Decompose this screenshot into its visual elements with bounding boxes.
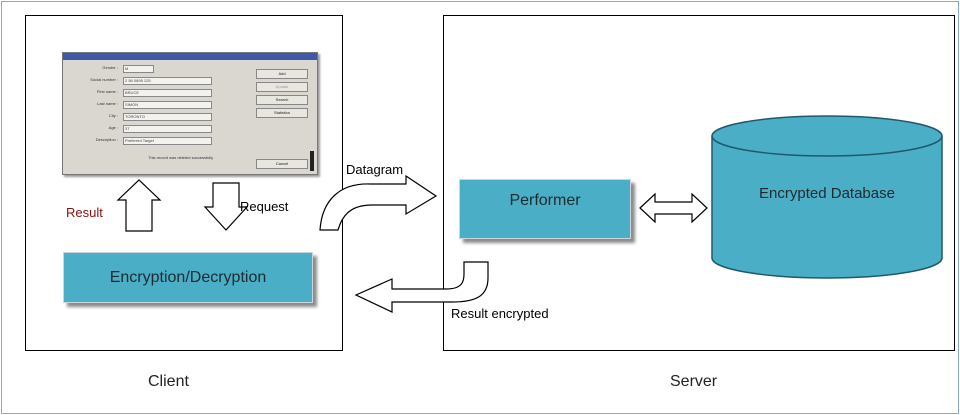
- form-label: First name :: [96, 89, 118, 94]
- search-button: Search: [256, 95, 308, 105]
- datagram-label-text: Datagram: [346, 162, 404, 177]
- form-field: M: [123, 65, 154, 73]
- client-label: Client: [148, 373, 189, 390]
- request-label-text: Request: [240, 199, 289, 214]
- result-label: Result: [66, 205, 103, 220]
- cancel-button: Cancel: [256, 159, 308, 169]
- encryption-label: Encryption/Decryption: [109, 268, 267, 286]
- update-button: Update: [256, 82, 308, 92]
- datagram-arrow: [319, 174, 438, 231]
- form-label: Gender :: [102, 65, 118, 70]
- statistics-button: Statistics: [256, 108, 308, 118]
- performer-box: Performer: [459, 179, 631, 239]
- form-row: Gender : M: [65, 65, 213, 73]
- form-label: Age :: [108, 125, 118, 130]
- add-button: Add: [256, 69, 308, 79]
- form-row: First name : BRUCE: [65, 89, 213, 97]
- form-row: Last name : SIMON: [65, 101, 213, 109]
- request-down-arrow: [203, 182, 249, 231]
- status-message: This record was deleted successfully: [148, 155, 214, 160]
- window-titlebar: [63, 53, 317, 60]
- form-label: Description :: [95, 137, 118, 142]
- scrollbar-stub: [310, 151, 314, 171]
- form-field: Preferred Target: [123, 137, 212, 145]
- form-field: TORONTO: [123, 113, 212, 121]
- result-encrypted-arrow: [354, 261, 489, 313]
- form-field: SIMON: [123, 101, 212, 109]
- encryption-decryption-box: Encryption/Decryption: [63, 252, 313, 303]
- result-encrypted-label-text: Result encrypted: [451, 306, 549, 321]
- result-label-text: Result: [66, 205, 103, 220]
- database-cylinder: [711, 115, 943, 279]
- server-label: Server: [670, 373, 718, 390]
- form-row: City : TORONTO: [65, 113, 213, 121]
- form-label: City :: [108, 113, 118, 118]
- performer-label: Performer: [509, 192, 581, 209]
- result-encrypted-label: Result encrypted: [451, 306, 549, 321]
- form-field: 2 56 0695 125: [123, 77, 212, 85]
- form-row: Social number : 2 56 0695 125: [65, 77, 213, 85]
- result-up-arrow: [116, 179, 162, 232]
- database-label: Encrypted Database: [759, 185, 895, 202]
- form-label: Social number :: [90, 77, 118, 82]
- form-row: Age : 37: [65, 125, 213, 133]
- bidirectional-arrow: [639, 192, 708, 224]
- datagram-label: Datagram: [346, 162, 403, 177]
- request-label: Request: [240, 199, 288, 214]
- form-field: BRUCE: [123, 89, 212, 97]
- form-field: 37: [123, 125, 212, 133]
- form-row: Description : Preferred Target: [65, 137, 213, 145]
- form-label: Last name :: [97, 101, 118, 106]
- client-app-window: Gender : M Social number : 2 56 0695 125…: [62, 52, 318, 175]
